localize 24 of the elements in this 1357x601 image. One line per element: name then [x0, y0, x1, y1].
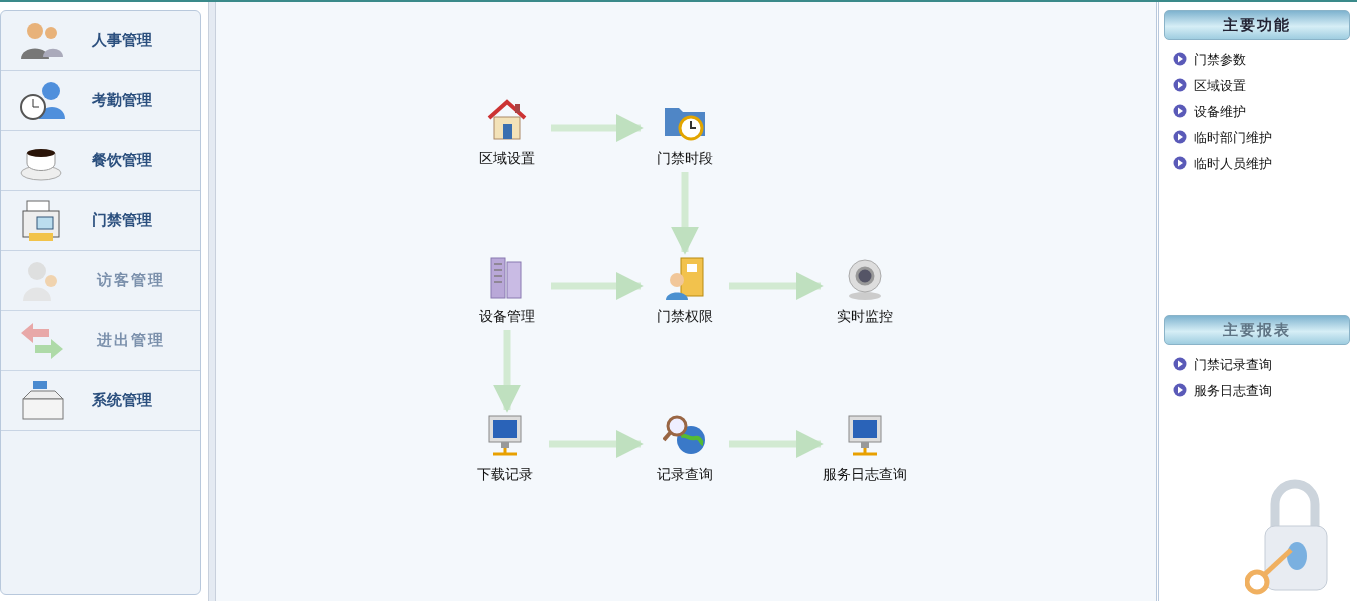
menu-link: 门禁记录查询	[1194, 356, 1272, 374]
menu-link: 临时人员维护	[1194, 155, 1272, 173]
node-label: 下载记录	[476, 466, 534, 484]
node-label: 区域设置	[478, 150, 536, 168]
section-header: 主要报表	[1164, 315, 1350, 345]
menu-item: 进出管理	[97, 331, 165, 350]
node-label: 记录查询	[656, 466, 714, 484]
node-label: 门禁时段	[656, 150, 714, 168]
section-header: 主要功能	[1164, 10, 1350, 40]
menu-item: 人事管理	[92, 31, 152, 50]
node-label: 门禁权限	[656, 308, 714, 326]
menu-link: 设备维护	[1194, 103, 1246, 121]
node-label: 设备管理	[478, 308, 536, 326]
menu-link: 服务日志查询	[1194, 382, 1272, 400]
menu-link: 门禁参数	[1194, 51, 1246, 69]
menu-link: 区域设置	[1194, 77, 1246, 95]
menu-item: 餐饮管理	[92, 151, 152, 170]
menu-item: 访客管理	[97, 271, 165, 290]
menu-item: 门禁管理	[92, 211, 152, 230]
menu-item: 系统管理	[92, 391, 152, 410]
node-label: 实时监控	[836, 308, 894, 326]
node-label: 服务日志查询	[822, 466, 908, 484]
menu-link: 临时部门维护	[1194, 129, 1272, 147]
menu-item: 考勤管理	[92, 91, 152, 110]
